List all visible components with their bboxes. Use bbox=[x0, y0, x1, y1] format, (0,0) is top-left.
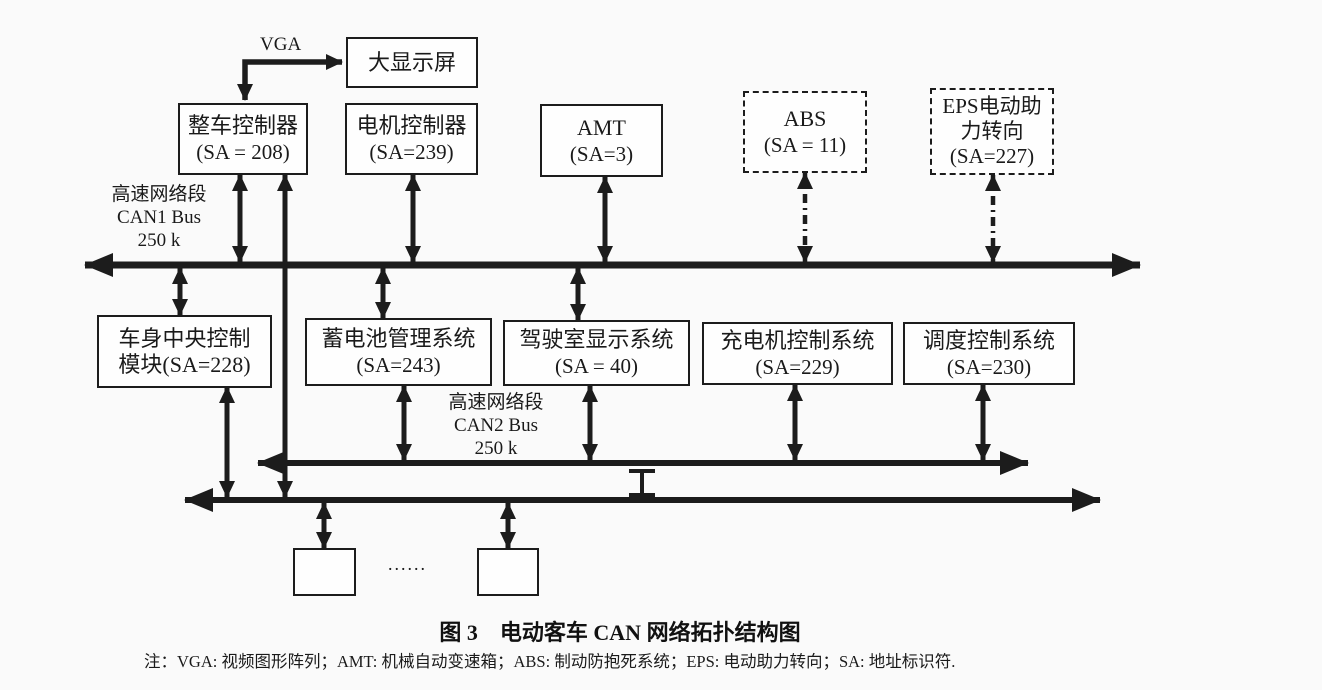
node-cab-display-label: 驾驶室显示系统 bbox=[519, 327, 674, 352]
node-abs-label: ABS bbox=[783, 106, 827, 131]
node-dispatch-control-label: 调度控制系统 bbox=[922, 327, 1055, 353]
node-eps-sa: (SA=227) bbox=[949, 144, 1035, 168]
node-unnamed-1 bbox=[293, 548, 356, 596]
node-battery-management-label: 蓄电池管理系统 bbox=[321, 326, 476, 351]
node-eps-label-2: 力转向 bbox=[960, 119, 1024, 143]
node-motor-controller-sa: (SA=239) bbox=[369, 140, 454, 164]
node-body-central-control-label-1: 车身中央控制 bbox=[118, 325, 251, 351]
can2-bus-label-line2: CAN2 Bus bbox=[454, 415, 538, 436]
node-display-screen-label: 大显示屏 bbox=[367, 49, 456, 75]
node-abs-sa: (SA = 11) bbox=[763, 133, 847, 157]
figure-caption: 图 3 电动客车 CAN 网络拓扑结构图 bbox=[439, 620, 801, 645]
can1-bus-label-line2: CAN1 Bus bbox=[117, 207, 201, 228]
can1-bus-label: 高速网络段 CAN1 Bus 250 k bbox=[100, 183, 218, 252]
node-amt: AMT (SA=3) bbox=[540, 104, 663, 177]
node-charger-control-sa: (SA=229) bbox=[755, 354, 840, 379]
node-vehicle-controller-label: 整车控制器 bbox=[187, 113, 298, 138]
node-vehicle-controller-sa: (SA = 208) bbox=[196, 140, 290, 164]
node-amt-label: AMT bbox=[577, 114, 626, 140]
node-vehicle-controller: 整车控制器 (SA = 208) bbox=[178, 103, 308, 175]
node-charger-control: 充电机控制系统 (SA=229) bbox=[702, 322, 893, 385]
node-motor-controller: 电机控制器 (SA=239) bbox=[345, 103, 478, 175]
node-eps-label-1: EPS电动助 bbox=[942, 94, 1042, 118]
can2-bus-label-line3: 250 k bbox=[474, 438, 518, 459]
connector-vga bbox=[237, 54, 343, 101]
can2-bus-label: 高速网络段 CAN2 Bus 250 k bbox=[435, 391, 557, 460]
node-display-screen: 大显示屏 bbox=[346, 37, 478, 88]
can2-bus-label-line1: 高速网络段 bbox=[448, 392, 544, 413]
ellipsis-more-nodes: ...... bbox=[388, 554, 427, 574]
vga-link-label: VGA bbox=[260, 34, 302, 55]
node-abs: ABS (SA = 11) bbox=[743, 91, 867, 173]
node-battery-management: 蓄电池管理系统 (SA=243) bbox=[305, 318, 492, 386]
node-cab-display: 驾驶室显示系统 (SA = 40) bbox=[503, 320, 690, 386]
node-amt-sa: (SA=3) bbox=[569, 141, 634, 166]
node-dispatch-control-sa: (SA=230) bbox=[946, 354, 1032, 379]
node-motor-controller-label: 电机控制器 bbox=[356, 113, 467, 138]
node-body-central-control: 车身中央控制 模块(SA=228) bbox=[97, 315, 272, 388]
bus-bridge-connector bbox=[629, 469, 655, 497]
node-body-central-control-label-2: 模块(SA=228) bbox=[118, 351, 251, 377]
node-cab-display-sa: (SA = 40) bbox=[554, 354, 638, 378]
node-charger-control-label: 充电机控制系统 bbox=[720, 327, 875, 353]
node-unnamed-2 bbox=[477, 548, 539, 596]
can1-bus-label-line3: 250 k bbox=[137, 230, 181, 251]
node-dispatch-control: 调度控制系统 (SA=230) bbox=[903, 322, 1075, 385]
node-battery-management-sa: (SA=243) bbox=[356, 353, 441, 377]
can1-bus-label-line1: 高速网络段 bbox=[111, 184, 207, 205]
figure-note: 注：VGA: 视频图形阵列；AMT: 机械自动变速箱；ABS: 制动防抱死系统；… bbox=[144, 652, 956, 671]
node-eps: EPS电动助 力转向 (SA=227) bbox=[930, 88, 1054, 175]
